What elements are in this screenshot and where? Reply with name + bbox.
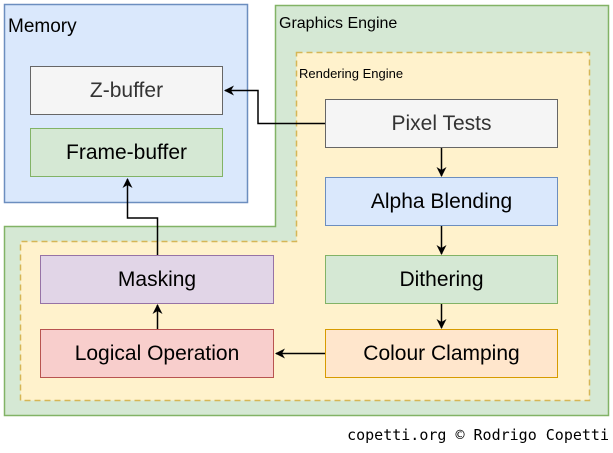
copyright-footer: copetti.org © Rodrigo Copetti	[347, 426, 609, 444]
rendering-engine-label: Rendering Engine	[299, 66, 404, 81]
edge-pixel-tests-to-z-buffer	[224, 85, 325, 125]
masking-label: Masking	[117, 267, 197, 291]
colour-clamping-node[interactable]: Colour Clamping	[325, 329, 558, 378]
pixel-tests-node[interactable]: Pixel Tests	[325, 99, 558, 148]
logical-operation-node[interactable]: Logical Operation	[40, 329, 274, 378]
frame-buffer-label: Frame-buffer	[66, 140, 187, 164]
frame-buffer-node[interactable]: Frame-buffer	[30, 128, 223, 177]
logical-operation-label: Logical Operation	[74, 341, 240, 365]
dithering-node[interactable]: Dithering	[325, 255, 558, 304]
edge-masking-to-frame-buffer	[122, 178, 159, 255]
colour-clamping-label: Colour Clamping	[363, 341, 520, 365]
memory-label: Memory	[8, 16, 77, 37]
pixel-tests-label: Pixel Tests	[391, 111, 492, 135]
graphics-engine-label: Graphics Engine	[279, 15, 398, 32]
z-buffer-label: Z-buffer	[89, 78, 164, 102]
alpha-blending-node[interactable]: Alpha Blending	[325, 177, 558, 226]
z-buffer-node[interactable]: Z-buffer	[30, 66, 223, 115]
masking-node[interactable]: Masking	[40, 255, 274, 304]
dithering-label: Dithering	[399, 267, 484, 291]
alpha-blending-label: Alpha Blending	[370, 189, 513, 213]
